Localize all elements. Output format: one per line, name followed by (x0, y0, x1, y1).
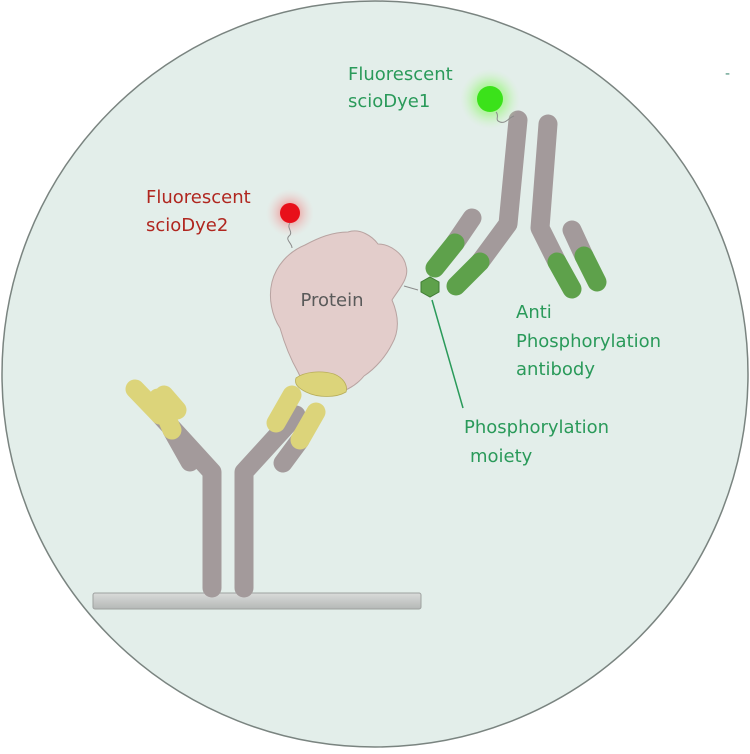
capture-right-light-tip (290, 402, 326, 450)
phosphorylation-moiety-hexagon (420, 276, 440, 298)
capture-antibody-arms (125, 379, 326, 473)
protein-blob (269, 230, 408, 395)
dye2-tether (287, 222, 293, 249)
dye1-green-dot (477, 86, 503, 112)
protein-label: Protein (300, 290, 363, 311)
detection-antibody (425, 110, 607, 299)
detection-left-heavy-tip (446, 252, 490, 296)
detection-right-heavy-tip (547, 252, 582, 299)
capture-antibody-right-heavy-chain (234, 405, 306, 598)
moiety-label-line2: moiety (470, 446, 533, 467)
moiety-pointer-line (431, 299, 464, 409)
substrate-plate (92, 592, 422, 610)
moiety-label: Phosphorylation moiety (464, 417, 609, 467)
dye1-label-line2: scioDye1 (348, 91, 430, 112)
capture-left-light-tip (148, 388, 182, 440)
corner-mark: - (725, 66, 730, 82)
phosphorylation-moiety-tether (403, 285, 419, 291)
dye2-label-line1: Fluorescent (146, 187, 251, 208)
protein-epitope (295, 371, 347, 397)
dye2-label: Fluorescent scioDye2 (146, 187, 251, 236)
antibody-label-line2: Phosphorylation (516, 331, 661, 352)
detection-right-heavy-chain (530, 114, 567, 272)
detection-right-light-tip (574, 246, 607, 292)
detection-left-light-tip (425, 233, 465, 278)
antibody-label-line1: Anti (516, 302, 552, 323)
moiety-label-line1: Phosphorylation (464, 417, 609, 438)
dye2-label-line2: scioDye2 (146, 215, 228, 236)
dye1-label: Fluorescent scioDye1 (348, 64, 453, 112)
detection-left-heavy-chain (470, 110, 528, 272)
antibody-label-line3: antibody (516, 359, 595, 380)
dye2-red-dot (280, 203, 300, 223)
capture-right-heavy-tip (266, 385, 302, 433)
dye1-tether (495, 111, 515, 123)
dye1-label-line1: Fluorescent (348, 64, 453, 85)
antibody-label: Anti Phosphorylation antibody (516, 302, 661, 380)
